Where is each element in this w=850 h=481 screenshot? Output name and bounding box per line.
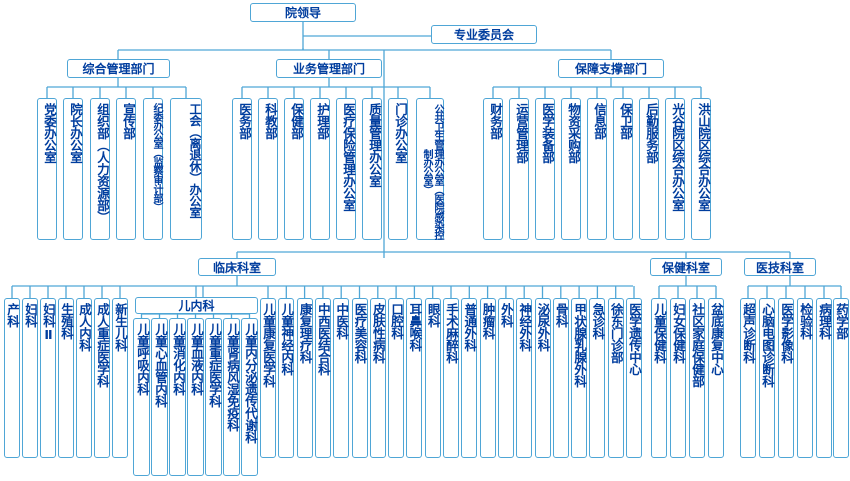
- health-unit: 儿童保健科: [651, 298, 667, 458]
- support-unit: 运营管理部: [509, 98, 529, 240]
- business-unit: 科教部: [258, 98, 278, 240]
- clinical-unit: 泌尿外科: [534, 298, 551, 458]
- clinical-unit: 甲状腺乳腺外科: [571, 298, 588, 458]
- business-unit: 门诊办公室: [388, 98, 408, 240]
- health-unit: 社区家庭保健部: [689, 298, 705, 458]
- clinical-unit: 中西医结合科: [314, 298, 331, 458]
- business-unit: 质量管理办公室: [362, 98, 382, 240]
- leader-box: 院领导: [250, 3, 356, 22]
- support-unit: 后勤服务部: [639, 98, 659, 240]
- support-unit: 信息部: [587, 98, 607, 240]
- clinical-unit: 产科: [4, 298, 20, 458]
- pediatric-unit: 儿童内分泌遗传代谢科: [241, 318, 258, 476]
- general-unit: 宣传部: [116, 98, 136, 240]
- support-unit: 光谷院区综合办公室: [665, 98, 685, 240]
- support-unit: 医学装备部: [535, 98, 555, 240]
- tech-dept-header: 医技科室: [744, 258, 816, 276]
- clinical-unit: 神经外科: [516, 298, 533, 458]
- clinical-dept-header: 临床科室: [198, 258, 276, 276]
- clinical-unit: 骨科: [552, 298, 569, 458]
- clinical-unit: 成人重症医学科: [94, 298, 110, 458]
- committee-box: 专业委员会: [431, 25, 537, 44]
- clinical-unit: 儿童康复医学科: [260, 298, 276, 458]
- tech-unit: 药学部: [833, 298, 849, 458]
- clinical-unit: 新生儿科: [112, 298, 128, 458]
- support-dept-header: 保障支撑部门: [558, 59, 664, 78]
- clinical-unit: 生殖科: [58, 298, 74, 458]
- business-unit: 医疗保险管理办公室: [336, 98, 356, 240]
- clinical-unit: 皮肤性病科: [369, 298, 386, 458]
- support-unit: 保卫部: [613, 98, 633, 240]
- clinical-unit: 口腔科: [388, 298, 405, 458]
- clinical-unit: 中医科: [333, 298, 350, 458]
- general-unit: 组织部（人力资源部）: [90, 98, 110, 240]
- business-unit: 医务部: [232, 98, 252, 240]
- business-unit: 公共卫生管理办公室（医院感染控制办公室）: [416, 98, 444, 240]
- tech-unit: 病理科: [816, 298, 832, 458]
- tech-unit: 心脑电图诊断科: [759, 298, 775, 458]
- clinical-unit: 妇科: [22, 298, 38, 458]
- tech-unit: 医学影像科: [778, 298, 794, 458]
- clinical-unit: 妇科Ⅱ: [40, 298, 56, 458]
- business-unit: 护理部: [310, 98, 330, 240]
- clinical-unit: 手术麻醉科: [443, 298, 459, 458]
- clinical-unit: 外科: [497, 298, 514, 458]
- clinical-unit: 眼科: [424, 298, 441, 458]
- support-unit: 财务部: [483, 98, 503, 240]
- clinical-unit: 肿瘤科: [479, 298, 496, 458]
- support-unit: 物资采购部: [561, 98, 581, 240]
- general-dept-header: 综合管理部门: [67, 59, 170, 78]
- pediatric-unit: 儿童呼吸内科: [133, 318, 150, 476]
- pediatric-internal-header: 儿内科: [135, 297, 258, 314]
- pediatric-unit: 儿童肾病风湿免疫科: [223, 318, 240, 476]
- clinical-unit: 医学遗传中心: [626, 298, 642, 458]
- general-unit: 院长办公室: [63, 98, 83, 240]
- tech-unit: 检验科: [797, 298, 813, 458]
- general-unit: 纪委办公室（监察审计部）: [143, 98, 163, 240]
- pediatric-unit: 儿童消化内科: [169, 318, 186, 476]
- clinical-unit: 成人内科: [76, 298, 92, 458]
- pediatric-unit: 儿童血液内科: [187, 318, 204, 476]
- general-unit: 党委办公室: [37, 98, 57, 240]
- health-unit: 盆底康复中心: [708, 298, 724, 458]
- business-unit: 保健部: [284, 98, 304, 240]
- clinical-unit: 医疗美容科: [351, 298, 368, 458]
- support-unit: 洪山院区综合办公室: [691, 98, 711, 240]
- clinical-unit: 普通外科: [461, 298, 478, 458]
- pediatric-unit: 儿童重症医学科: [205, 318, 222, 476]
- clinical-unit: 耳鼻喉科: [406, 298, 423, 458]
- clinical-unit: 康复理疗科: [296, 298, 313, 458]
- business-dept-header: 业务管理部门: [276, 59, 382, 78]
- health-dept-header: 保健科室: [650, 258, 722, 276]
- general-unit: 工会（离退休）办公室: [170, 98, 202, 240]
- pediatric-unit: 儿童心血管内科: [151, 318, 168, 476]
- clinical-unit: 急诊科: [589, 298, 606, 458]
- clinical-unit: 徐东门诊部: [607, 298, 624, 458]
- health-unit: 妇女保健科: [670, 298, 686, 458]
- tech-unit: 超声诊断科: [740, 298, 756, 458]
- clinical-unit: 儿童神经内科: [278, 298, 295, 458]
